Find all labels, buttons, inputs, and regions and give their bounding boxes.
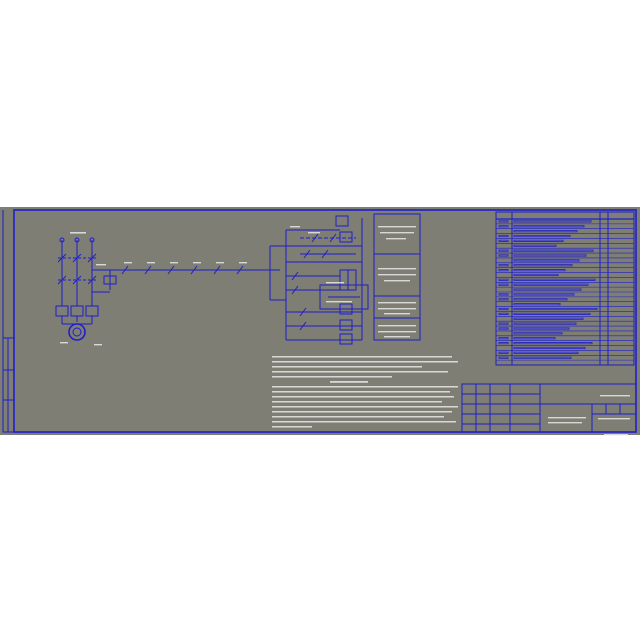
table-row-text-mark: [513, 254, 587, 257]
table-row-text-mark: [513, 351, 579, 354]
table-row-code-mark: [498, 225, 509, 228]
table-row-text-mark: [513, 264, 573, 267]
table-row-code-mark: [498, 337, 509, 340]
table-row-code-mark: [498, 351, 509, 354]
table-row-code-mark: [498, 220, 509, 223]
table-row-text-mark: [513, 283, 589, 286]
function-description-column: [373, 213, 421, 341]
table-row-text-mark: [513, 225, 585, 228]
table-row-code-mark: [498, 356, 509, 359]
table-row-code-mark: [498, 312, 509, 315]
table-row-text-mark: [513, 342, 593, 345]
table-row-text-mark: [513, 346, 586, 350]
illegible-text-marks: [60, 226, 630, 436]
table-row-text-mark: [513, 332, 563, 335]
table-row-code-mark: [498, 269, 509, 272]
table-row-code-mark: [498, 249, 509, 252]
table-row-text-mark: [513, 312, 591, 315]
control-circuit: [116, 215, 369, 345]
element-list-rows: [496, 220, 634, 361]
table-row-code-mark: [498, 239, 509, 243]
title-block: [461, 383, 637, 433]
table-row-text-mark: [513, 288, 582, 291]
table-row-text-mark: [513, 234, 571, 238]
table-row-code-mark: [498, 298, 509, 301]
table-row-text-mark: [513, 327, 570, 330]
table-row-code-mark: [498, 234, 509, 238]
table-row-code-mark: [498, 342, 509, 345]
table-row-text-mark: [513, 269, 566, 272]
table-row-text-mark: [513, 337, 556, 340]
table-row-text-mark: [513, 239, 564, 243]
table-row-code-mark: [498, 307, 509, 311]
table-row-text-mark: [513, 322, 577, 325]
table-row-code-mark: [498, 322, 509, 325]
table-row-text-mark: [513, 249, 594, 252]
table-row-text-mark: [513, 230, 578, 233]
table-row-text-mark: [513, 278, 596, 281]
table-row-text-mark: [513, 317, 584, 320]
table-row-text-mark: [513, 293, 575, 296]
table-row-text-mark: [513, 220, 592, 223]
table-row-code-mark: [498, 293, 509, 296]
table-row-code-mark: [498, 327, 509, 330]
table-row-text-mark: [513, 298, 568, 301]
motor-symbol: [68, 323, 86, 341]
table-row-code-mark: [498, 254, 509, 257]
table-row-text-mark: [513, 244, 557, 247]
table-row-code-mark: [498, 283, 509, 286]
table-row-text-mark: [513, 307, 598, 311]
element-list-table: [495, 211, 635, 366]
table-row-text-mark: [513, 259, 580, 262]
drawing-frame: [13, 209, 637, 433]
table-row-text-mark: [513, 356, 572, 359]
table-row-text-mark: [513, 273, 559, 277]
table-row-code-mark: [498, 264, 509, 267]
table-row-text-mark: [513, 303, 561, 306]
table-row-code-mark: [498, 278, 509, 281]
